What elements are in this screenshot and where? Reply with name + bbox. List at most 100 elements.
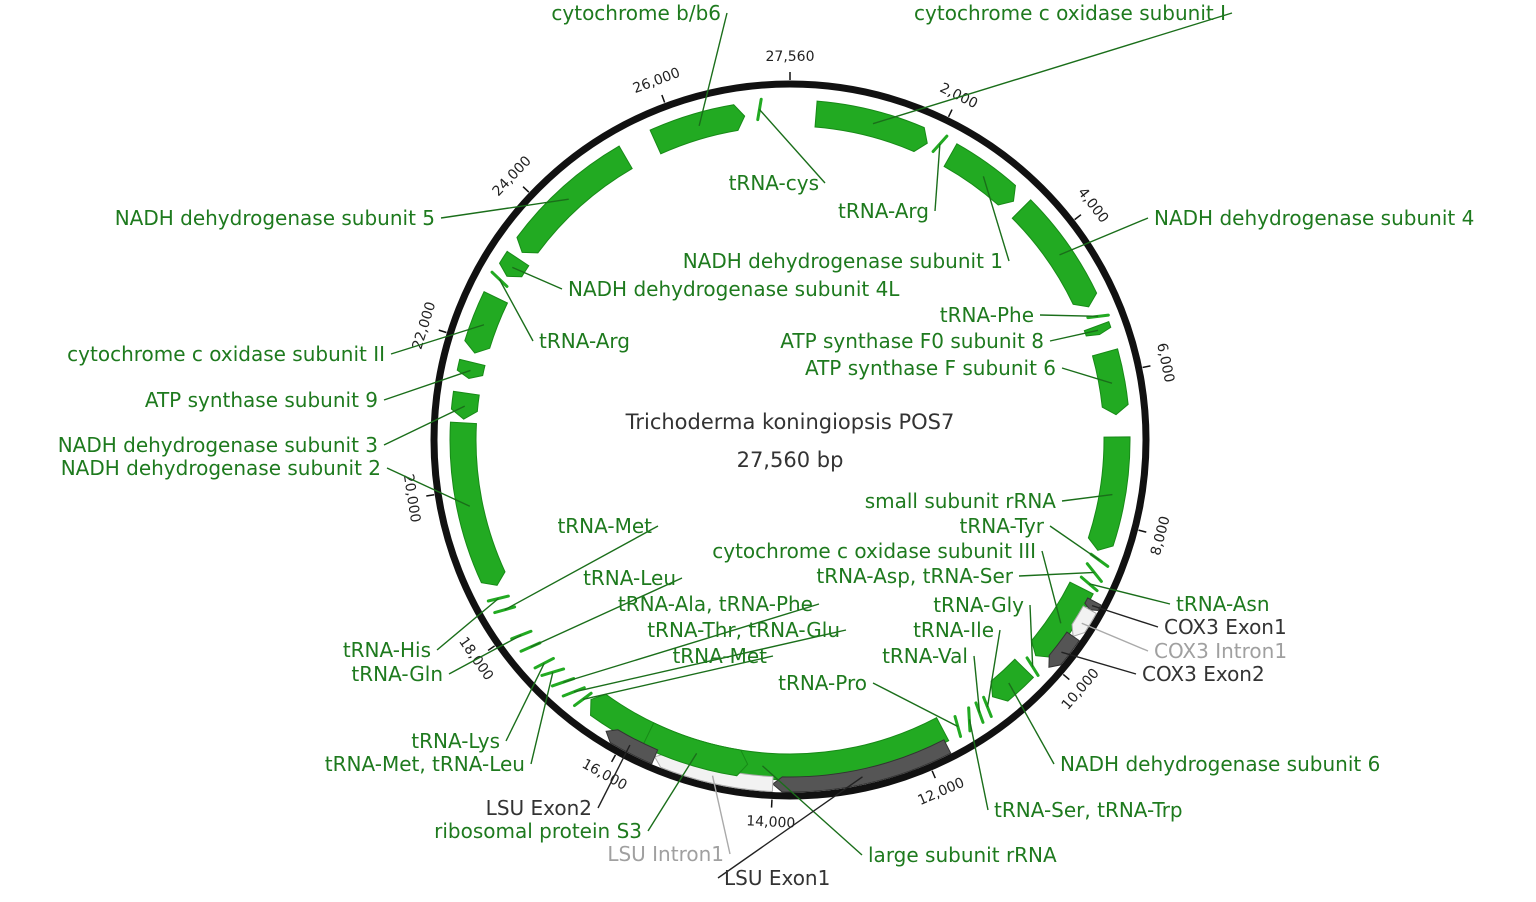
feature-ribosomal-protein-s3 (641, 722, 749, 777)
feature-label: large subunit rRNA (868, 843, 1057, 867)
tick-mark (1138, 529, 1147, 533)
feature-label: LSU Exon2 (486, 796, 592, 820)
feature-label: tRNA-Phe (940, 303, 1034, 327)
leader-line (1029, 604, 1034, 667)
leader-line (386, 467, 471, 507)
tick-label: 14,000 (746, 813, 796, 831)
feature-cytochrome-c-oxidase-subunit-ii (464, 291, 509, 354)
tick-label: 20,000 (400, 473, 423, 524)
leader-line (1061, 651, 1137, 675)
feature-label: tRNA-Ser, tRNA-Trp (994, 798, 1183, 822)
feature-label: tRNA-Asp, tRNA-Ser (816, 564, 1013, 588)
tick-label: 12,000 (916, 775, 967, 809)
feature-label: tRNA-Tyr (960, 514, 1045, 538)
feature-trna-met (573, 691, 593, 708)
tick-label: 8,000 (1148, 514, 1174, 557)
feature-label: NADH dehydrogenase subunit 2 (61, 456, 381, 480)
leader-line (383, 405, 466, 446)
feature-label: tRNA-Met, tRNA-Leu (325, 752, 525, 776)
feature-label: tRNA-Gly (933, 593, 1024, 617)
leader-line (448, 634, 522, 675)
feature-atp-synthase-f0-subunit-8 (1083, 320, 1112, 337)
feature-cytochrome-b-b6 (649, 104, 746, 155)
feature-label: cytochrome c oxidase subunit III (712, 539, 1036, 563)
tick-mark (1074, 214, 1082, 221)
leader-line (1049, 525, 1100, 561)
tick-mark (1142, 365, 1151, 369)
leader-line (986, 629, 1001, 707)
tick-label: 2,000 (937, 80, 980, 112)
leader-line (562, 603, 820, 684)
feature-trna-his (486, 594, 510, 603)
leader-line (982, 176, 1010, 262)
tick-mark (487, 645, 496, 652)
feature-small-subunit-rrna (1087, 436, 1131, 551)
feature-cox3-intron1 (1071, 605, 1097, 638)
leader-line (973, 655, 981, 713)
leader-layer (383, 12, 1233, 879)
tick-label: 24,000 (490, 153, 535, 200)
leader-line (1089, 583, 1171, 605)
feature-trna-asn (1079, 575, 1099, 593)
tick-layer: 27,5602,0004,0006,0008,00010,00012,00014… (400, 49, 1177, 832)
leader-line (1059, 217, 1149, 256)
feature-label: ribosomal protein S3 (434, 819, 642, 843)
leader-line (1049, 329, 1099, 342)
leader-line (498, 279, 534, 342)
map-title: Trichoderma koningiopsis POS7 (625, 410, 955, 434)
leader-line (512, 266, 563, 290)
leader-line (1091, 604, 1159, 628)
feature-label: tRNA-Pro (778, 671, 867, 695)
tick-mark (947, 109, 953, 118)
feature-label: tRNA-Leu (583, 566, 676, 590)
feature-cox3-exon2 (1048, 631, 1080, 668)
backbone-layer (430, 80, 1150, 800)
leader-line (1008, 682, 1055, 765)
leader-line (582, 655, 774, 701)
feature-label: NADH dehydrogenase subunit 5 (115, 206, 435, 230)
feature-label: NADH dehydrogenase subunit 3 (58, 433, 378, 457)
tick-label: 27,560 (766, 49, 815, 65)
leader-line (504, 525, 659, 611)
feature-nadh-dehydrogenase-subunit-6 (990, 658, 1035, 702)
feature-label: NADH dehydrogenase subunit 1 (683, 249, 1003, 273)
tick-mark (438, 329, 447, 334)
feature-label: tRNA-Ala, tRNA-Phe (618, 592, 813, 616)
feature-atp-synthase-subunit-9 (456, 358, 486, 380)
feature-label: tRNA-Met (672, 644, 767, 668)
feature-label: tRNA-Asn (1176, 592, 1270, 616)
leader-line (390, 324, 485, 355)
feature-label: cytochrome c oxidase subunit II (67, 342, 385, 366)
feature-trna-val (974, 701, 985, 724)
leader-line (597, 744, 631, 809)
leader-line (1061, 493, 1113, 502)
feature-trna-phe (1086, 313, 1110, 320)
leader-line (1081, 622, 1149, 652)
leader-line (934, 143, 941, 212)
feature-trna-lys (533, 656, 555, 670)
map-length: 27,560 bp (737, 448, 844, 472)
feature-label: tRNA-His (343, 638, 431, 662)
leader-line (761, 765, 863, 856)
feature-label: LSU Exon1 (724, 866, 830, 890)
tick-mark (661, 94, 666, 103)
feature-cytochrome-c-oxidase-subunit-i (814, 100, 928, 153)
feature-atp-synthase-f-subunit-6 (1091, 348, 1129, 416)
leader-line (436, 598, 499, 651)
tick-mark (426, 494, 435, 497)
feature-label: ATP synthase subunit 9 (145, 388, 378, 412)
feature-label: tRNA-Ile (913, 618, 994, 642)
feature-label: tRNA-Gln (351, 662, 443, 686)
leader-line (1061, 367, 1113, 384)
feature-trna-arg (490, 270, 509, 288)
feature-label: ATP synthase F subunit 6 (805, 356, 1056, 380)
feature-label: NADH dehydrogenase subunit 6 (1060, 752, 1380, 776)
leader-line (872, 12, 1233, 125)
feature-label: cytochrome c oxidase subunit I (914, 1, 1226, 25)
feature-lsu-exon2 (605, 729, 659, 765)
feature-label: LSU Intron1 (607, 842, 724, 866)
feature-label: NADH dehydrogenase subunit 4L (568, 277, 900, 301)
tick-label: 4,000 (1074, 185, 1111, 226)
feature-label: small subunit rRNA (865, 489, 1057, 513)
backbone-circle (430, 80, 1150, 800)
